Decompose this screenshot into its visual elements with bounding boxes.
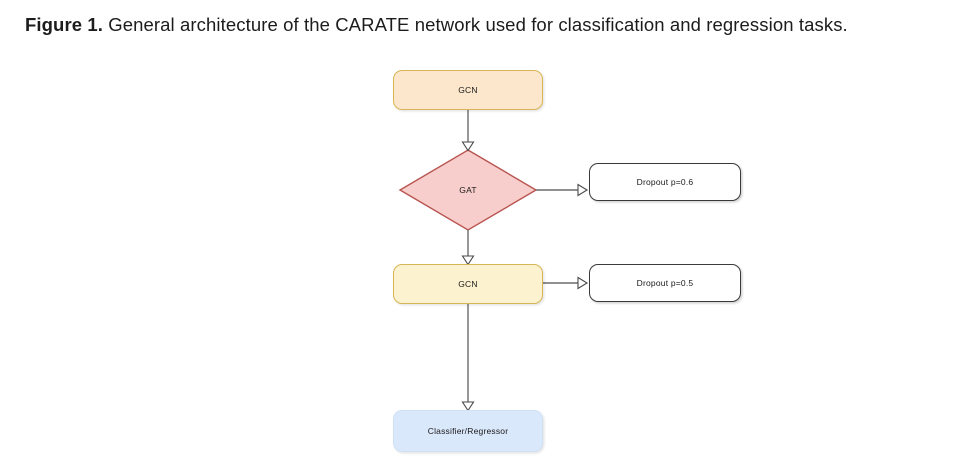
diagram-connectors-layer — [398, 110, 589, 412]
node-classifier-regressor-label: Classifier/Regressor — [427, 426, 509, 436]
node-dropout-1[interactable]: Dropout p=0.6 — [589, 163, 741, 201]
node-gcn-2-label: GCN — [458, 279, 478, 289]
node-gat[interactable]: GAT — [400, 150, 536, 230]
architecture-diagram: GCN GAT Dropout p=0.6 GCN Dropout p=0.5 … — [0, 50, 955, 463]
figure-caption: Figure 1. General architecture of the CA… — [25, 12, 848, 38]
node-gat-label: GAT — [459, 185, 477, 195]
arrowhead-down-gat — [461, 141, 475, 152]
node-dropout-2-label: Dropout p=0.5 — [636, 278, 694, 288]
node-gcn-2[interactable]: GCN — [393, 264, 543, 304]
figure-caption-text: General architecture of the CARATE netwo… — [103, 14, 848, 35]
node-dropout-1-label: Dropout p=0.6 — [636, 177, 694, 187]
figure-caption-label: Figure 1. — [25, 14, 103, 35]
node-gcn-1[interactable]: GCN — [393, 70, 543, 110]
arrowhead-right-dropout2 — [577, 276, 589, 290]
arrowhead-down-gcn2 — [461, 255, 475, 266]
node-dropout-2[interactable]: Dropout p=0.5 — [589, 264, 741, 302]
node-gcn-1-label: GCN — [458, 85, 478, 95]
node-classifier-regressor[interactable]: Classifier/Regressor — [393, 410, 543, 452]
arrowhead-down-classifier — [461, 401, 475, 412]
arrowhead-right-dropout1 — [577, 183, 589, 197]
